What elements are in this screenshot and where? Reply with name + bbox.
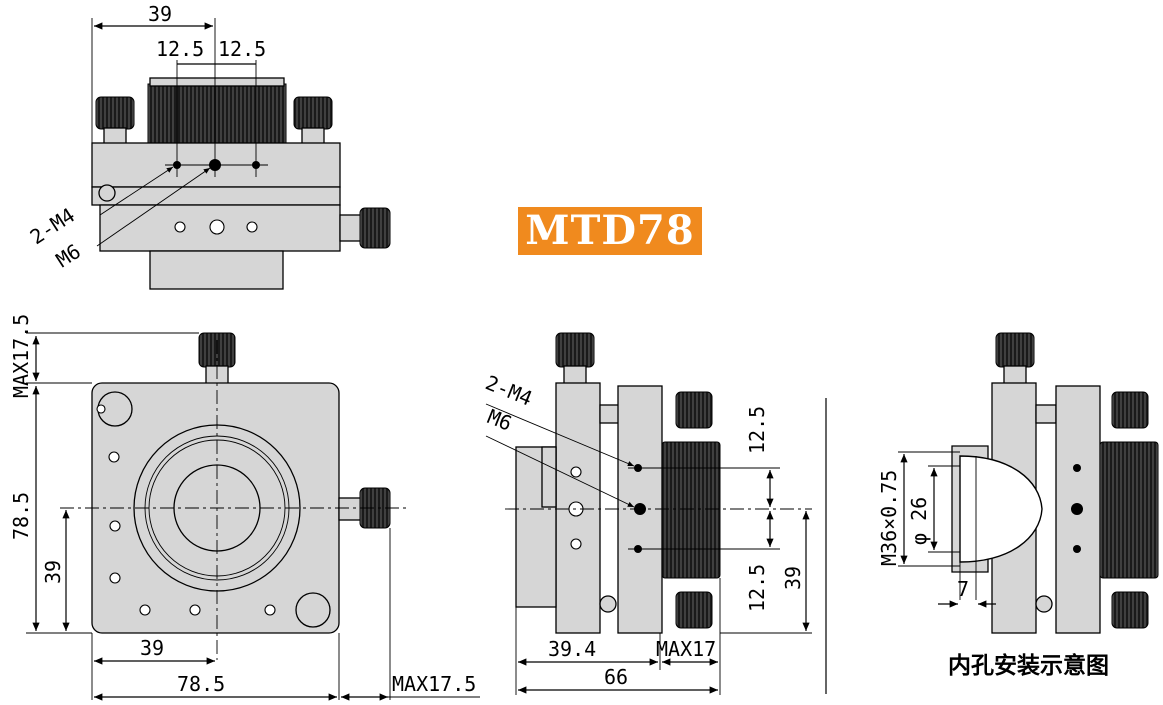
inst-top-knob — [995, 332, 1035, 368]
side-dim-center-height: 39 — [781, 566, 805, 590]
top-knob-left-shaft — [103, 127, 127, 145]
inst-knob-lower — [1111, 591, 1149, 629]
inst-cell-knurl — [1099, 441, 1159, 579]
top-base-hole-mid — [209, 219, 225, 235]
top-base-hole-left — [174, 221, 186, 233]
side-dim-overall-depth: 66 — [604, 665, 628, 689]
side-top-knob — [555, 332, 595, 368]
front-screw-5 — [139, 604, 151, 616]
top-knob-left — [95, 96, 135, 130]
side-screw-top — [570, 466, 582, 478]
inst-top-shaft — [1003, 365, 1027, 385]
side-thread-large: M6 — [484, 404, 515, 435]
inst-ball — [1035, 595, 1053, 613]
install-caption: 内孔安装示意图 — [948, 653, 1109, 679]
front-dim-right-max: MAX17.5 — [392, 672, 476, 696]
side-cell-knurl — [661, 441, 721, 579]
inst-knob-upper — [1111, 391, 1149, 429]
inst-hole-top — [1073, 464, 1081, 472]
front-dim-width: 78.5 — [177, 672, 225, 696]
top-view: 39 12.5 12.5 2-M4 M6 — [26, 2, 391, 290]
front-screw-3 — [109, 520, 121, 532]
side-thread-small: 2-M4 — [482, 370, 536, 410]
side-mount-lip — [541, 446, 557, 508]
top-dim-half-left: 12.5 — [156, 37, 204, 61]
side-spacer — [599, 404, 621, 424]
side-knob-lower — [675, 591, 713, 629]
front-ball-bottom — [295, 592, 331, 628]
top-side-knob — [359, 207, 391, 249]
top-knob-right-shaft — [301, 127, 325, 145]
front-dim-height: 78.5 — [9, 492, 33, 540]
lens-cell-knurl — [147, 83, 287, 147]
top-dim-half-right: 12.5 — [218, 37, 266, 61]
top-thread-large: M6 — [52, 239, 85, 272]
model-badge: MTD78 — [518, 207, 702, 255]
front-dim-center-height: 39 — [41, 560, 65, 584]
front-screw-1 — [96, 404, 106, 414]
top-ball-left — [98, 184, 116, 202]
inst-bore-diameter: φ 26 — [907, 497, 931, 545]
inst-spacer — [1035, 404, 1057, 424]
front-dim-top-max: MAX17.5 — [9, 314, 33, 398]
side-dim-base-depth: 39.4 — [548, 637, 596, 661]
side-knob-upper — [675, 391, 713, 429]
top-side-shaft — [339, 214, 363, 242]
top-dim-overall: 39 — [148, 2, 172, 26]
front-screw-4 — [109, 572, 121, 584]
install-view: M36×0.75 φ 26 7 — [877, 332, 1159, 634]
front-dim-center-width: 39 — [140, 636, 164, 660]
side-screw-bot — [570, 538, 582, 550]
front-view: MAX17.5 78.5 39 39 78.5 MAX17.5 — [9, 314, 480, 701]
side-top-shaft — [563, 365, 587, 385]
front-screw-6 — [189, 604, 201, 616]
side-view: 12.5 12.5 39 2-M4 M6 39.4 MAX17 66 — [482, 332, 812, 695]
inst-hole-mid — [1071, 503, 1083, 515]
top-bottom-cell — [149, 250, 284, 290]
inst-hole-bot — [1073, 545, 1081, 553]
front-screw-2 — [108, 451, 120, 463]
side-dim-knob-max: MAX17 — [656, 637, 716, 661]
front-screw-7 — [264, 604, 276, 616]
front-side-shaft — [338, 497, 364, 521]
inst-lens — [959, 455, 1043, 563]
top-knob-right — [293, 96, 333, 130]
side-dim-pitch-bottom: 12.5 — [745, 564, 769, 612]
top-base-hole-right — [246, 221, 258, 233]
inst-thread-spec: M36×0.75 — [877, 470, 901, 566]
inst-lip-depth: 7 — [957, 577, 969, 601]
side-dim-pitch-top: 12.5 — [745, 406, 769, 454]
lens-cell-rim — [149, 77, 285, 87]
side-ball — [599, 595, 617, 613]
